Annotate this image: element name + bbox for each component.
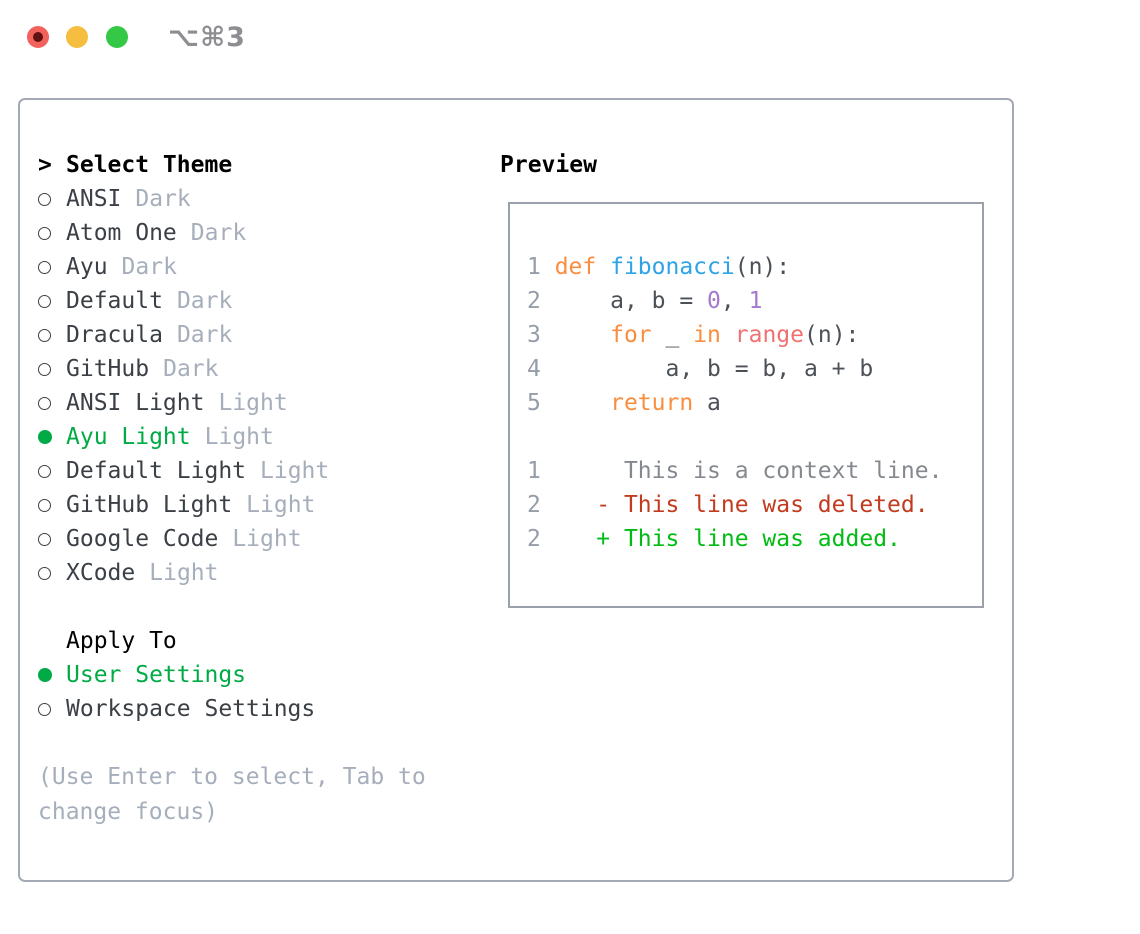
minimize-button-icon[interactable] <box>66 26 88 48</box>
theme-variant-label: Light <box>204 424 274 450</box>
radio-icon <box>38 396 51 410</box>
radio-selected-icon <box>38 430 52 444</box>
code-line: 2 + This line was added. <box>527 526 901 552</box>
theme-option-label: Ayu Light <box>66 424 191 450</box>
theme-option-ansi[interactable]: ANSI Dark <box>38 182 458 216</box>
theme-variant-label: Light <box>260 458 330 484</box>
theme-variant-label: Light <box>149 560 219 586</box>
radio-selected-icon <box>38 668 52 682</box>
radio-icon <box>38 532 51 546</box>
radio-icon <box>38 226 51 240</box>
select-theme-header-row: > Select Theme <box>38 148 458 182</box>
theme-option-label: GitHub Light <box>66 492 233 518</box>
radio-icon <box>38 362 51 376</box>
theme-option-label: Ayu <box>66 254 108 280</box>
theme-option-github-light[interactable]: GitHub Light Light <box>38 488 458 522</box>
theme-option-dracula[interactable]: Dracula Dark <box>38 318 458 352</box>
theme-variant-label: Light <box>218 390 288 416</box>
prompt-icon: > <box>38 152 52 178</box>
theme-option-label: Google Code <box>66 526 219 552</box>
window-title: ⌥⌘3 <box>168 22 246 53</box>
spacer <box>38 590 458 624</box>
theme-option-label: ANSI Light <box>66 390 205 416</box>
keyboard-hint: (Use Enter to select, Tab to change focu… <box>38 764 426 825</box>
theme-option-label: Atom One <box>66 220 177 246</box>
theme-variant-label: Dark <box>176 322 233 348</box>
preview-title: Preview <box>500 152 597 178</box>
code-line: 1 This is a context line. <box>527 458 943 484</box>
theme-variant-label: Light <box>232 526 302 552</box>
theme-option-xcode[interactable]: XCode Light <box>38 556 458 590</box>
radio-icon <box>38 192 51 206</box>
close-dot-icon <box>33 32 43 42</box>
apply-option-user-settings[interactable]: User Settings <box>38 658 458 692</box>
theme-variant-label: Light <box>246 492 316 518</box>
theme-variant-label: Dark <box>121 254 177 280</box>
radio-icon <box>38 498 51 512</box>
code-line: 3 for _ in range(n): <box>527 322 860 348</box>
theme-option-ayu-light[interactable]: Ayu Light Light <box>38 420 458 454</box>
theme-variant-label: Dark <box>135 186 191 212</box>
theme-option-ansi-light[interactable]: ANSI Light Light <box>38 386 458 420</box>
apply-option-label: Workspace Settings <box>66 696 316 722</box>
preview-code: 1 def fibonacci(n): 2 a, b = 0, 1 3 for _ … <box>510 204 982 556</box>
code-line: 4 a, b = b, a + b <box>527 356 874 382</box>
preview-box: 1 def fibonacci(n): 2 a, b = 0, 1 3 for _ … <box>508 202 984 608</box>
select-theme-title: Select Theme <box>66 152 233 178</box>
theme-option-google-code[interactable]: Google Code Light <box>38 522 458 556</box>
titlebar: ⌥⌘3 <box>0 0 1140 74</box>
close-button-icon[interactable] <box>27 26 49 48</box>
theme-variant-label: Dark <box>163 356 219 382</box>
radio-icon <box>38 702 51 716</box>
apply-to-header-row: Apply To <box>38 624 458 658</box>
theme-option-default-light[interactable]: Default Light Light <box>38 454 458 488</box>
theme-option-label: Default Light <box>66 458 247 484</box>
code-line: 5 return a <box>527 390 721 416</box>
code-line: 1 def fibonacci(n): <box>527 254 791 280</box>
theme-variant-label: Dark <box>176 288 233 314</box>
maximize-button-icon[interactable] <box>106 26 128 48</box>
radio-icon <box>38 328 51 342</box>
code-line: 2 a, b = 0, 1 <box>527 288 763 314</box>
radio-icon <box>38 566 51 580</box>
theme-variant-label: Dark <box>190 220 247 246</box>
theme-option-label: GitHub <box>66 356 150 382</box>
theme-option-label: ANSI <box>66 186 122 212</box>
apply-to-title: Apply To <box>66 628 177 654</box>
theme-option-ayu[interactable]: Ayu Dark <box>38 250 458 284</box>
apply-option-label: User Settings <box>66 662 247 688</box>
code-line <box>527 420 982 454</box>
theme-option-label: Dracula <box>66 322 163 348</box>
radio-icon <box>38 294 51 308</box>
apply-option-workspace-settings[interactable]: Workspace Settings <box>38 692 458 726</box>
radio-icon <box>38 260 51 274</box>
theme-option-label: XCode <box>66 560 136 586</box>
theme-option-atom-one[interactable]: Atom One Dark <box>38 216 458 250</box>
theme-option-github[interactable]: GitHub Dark <box>38 352 458 386</box>
radio-icon <box>38 464 51 478</box>
theme-option-label: Default <box>66 288 163 314</box>
code-line: 2 - This line was deleted. <box>527 492 929 518</box>
theme-option-default[interactable]: Default Dark <box>38 284 458 318</box>
